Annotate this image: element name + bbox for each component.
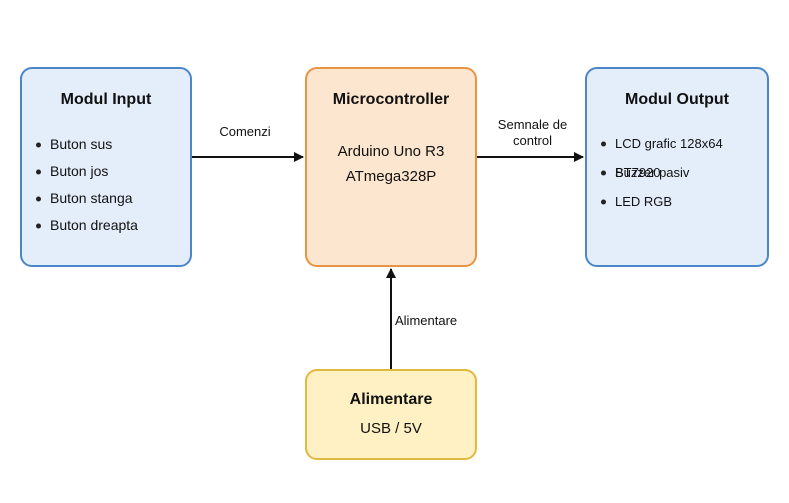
output-item-lcd: LCD grafic 128x64 ST7920 xyxy=(587,129,767,180)
power-module-title: Alimentare xyxy=(349,391,433,408)
power-module-source: USB / 5V xyxy=(360,420,422,437)
edge-label-control-signals-line1: Semnale de xyxy=(497,117,568,132)
edge-label-power: Alimentare xyxy=(395,313,458,328)
microcontroller-board: Arduino Uno R3 xyxy=(337,143,445,160)
microcontroller-box: Microcontroller Arduino Uno R3 ATmega328… xyxy=(305,67,477,267)
input-module-title: Modul Input xyxy=(60,91,152,108)
input-item-up: Buton sus xyxy=(22,131,190,158)
input-item-right: Buton dreapta xyxy=(22,212,190,239)
edge-label-control-signals-line2: control xyxy=(512,133,553,148)
input-module-box: Modul Input Buton sus Buton jos Buton st… xyxy=(20,67,192,267)
input-item-left: Buton stanga xyxy=(22,185,190,212)
power-module-box: Alimentare USB / 5V xyxy=(305,369,477,460)
output-module-list: LCD grafic 128x64 ST7920 Buzzer pasiv LE… xyxy=(587,129,767,216)
output-item-led: LED RGB xyxy=(587,187,767,216)
edge-label-commands: Comenzi xyxy=(219,124,271,139)
edge-label-control-signals: Semnale de control xyxy=(490,117,575,149)
input-module-list: Buton sus Buton jos Buton stanga Buton d… xyxy=(22,131,190,239)
output-module-box: Modul Output LCD grafic 128x64 ST7920 Bu… xyxy=(585,67,769,267)
input-item-down: Buton jos xyxy=(22,158,190,185)
microcontroller-chip: ATmega328P xyxy=(345,168,437,185)
microcontroller-title: Microcontroller xyxy=(332,91,450,108)
output-item-buzzer: Buzzer pasiv xyxy=(587,158,767,187)
output-module-title: Modul Output xyxy=(625,91,729,108)
